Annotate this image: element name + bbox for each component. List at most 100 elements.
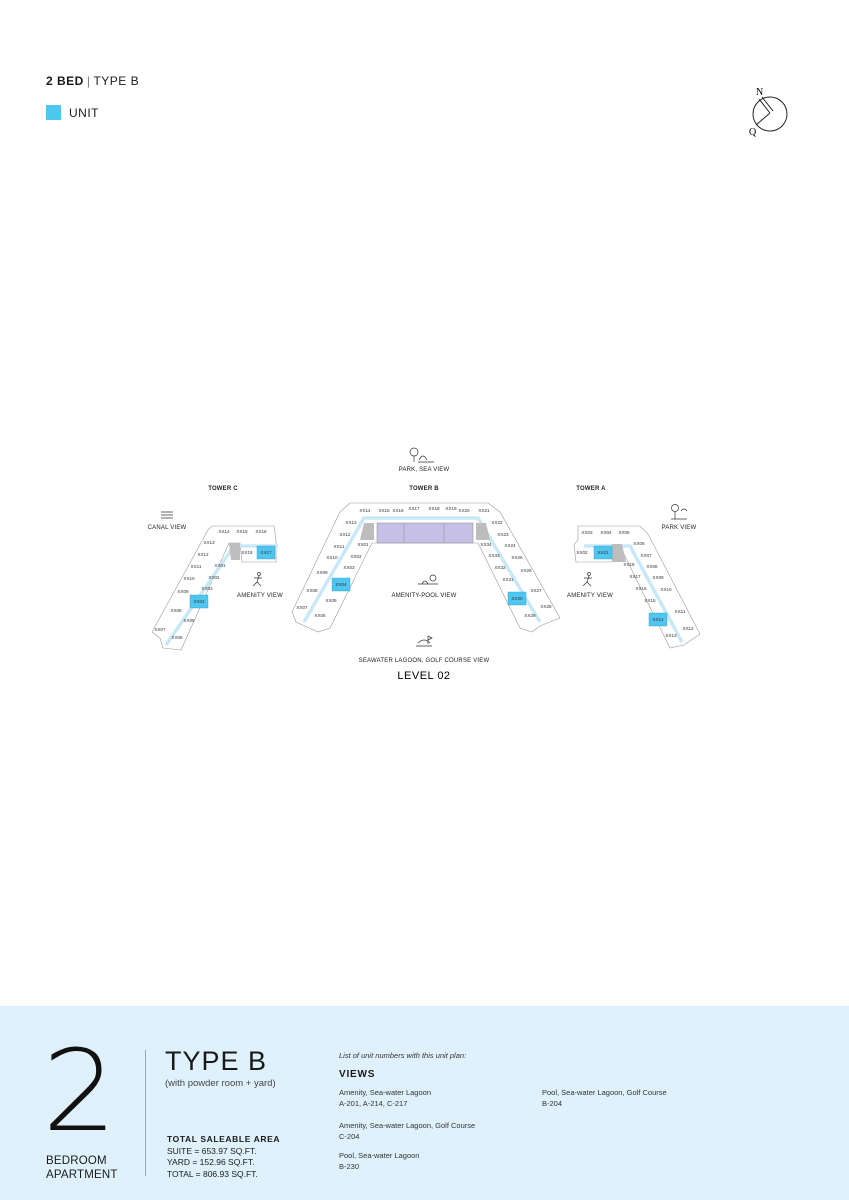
unit-label: XX19	[445, 506, 457, 511]
unit-type-title: TYPE B	[165, 1046, 268, 1076]
park-sea-icon	[409, 447, 434, 463]
unit-label: XX16	[255, 529, 267, 534]
compass-north: N	[756, 87, 763, 98]
unit-list-header: List of unit numbers with this unit plan…	[339, 1051, 467, 1060]
unit-label: XX01	[214, 563, 226, 568]
view-name: Pool, Sea-water Lagoon	[339, 1151, 420, 1160]
unit-label: XX15	[236, 529, 248, 534]
amenity-pool-deck	[376, 522, 474, 544]
unit-label: XX14	[218, 529, 230, 534]
view-park: PARK VIEW	[662, 525, 697, 531]
unit-type-subtitle: (with powder room + yard)	[165, 1078, 276, 1089]
unit-swatch	[46, 105, 61, 120]
unit-label: XX07	[296, 605, 308, 610]
type-label: TYPE B	[93, 74, 140, 88]
level-label: LEVEL 02	[397, 670, 450, 682]
unit-label: XX03	[581, 530, 593, 535]
highlighted-units	[189, 545, 668, 627]
cores	[229, 523, 626, 562]
unit-label: XX11	[675, 609, 686, 614]
highlighted-unit	[648, 612, 668, 627]
unit-label: XX30	[511, 596, 523, 601]
unit-label: XX12	[682, 626, 694, 631]
unit-label: XX23	[497, 532, 509, 537]
unit-label: XX22	[491, 520, 503, 525]
unit-label: XX09	[316, 570, 328, 575]
unit-label: XX04	[600, 530, 612, 535]
compass-icon: N Q	[749, 87, 788, 137]
info-panel	[0, 1006, 849, 1200]
compass-south: Q	[749, 127, 757, 137]
unit-label: XX10	[326, 555, 338, 560]
view-amenity-c: AMENITY VIEW	[237, 593, 283, 599]
view-units: C-204	[339, 1132, 360, 1141]
unit-label: XX27	[530, 588, 542, 593]
tower-c-label: TOWER C	[208, 486, 238, 492]
unit-label: XX02	[576, 550, 588, 555]
unit-label: XX06	[171, 635, 183, 640]
park-icon	[671, 504, 688, 520]
unit-label: XX14	[359, 508, 371, 513]
yard-area: YARD = 152.96 SQ.FT.	[167, 1157, 255, 1167]
unit-label: XX13	[345, 520, 357, 525]
legend: UNIT	[46, 105, 99, 120]
amenity-icon	[252, 572, 262, 587]
unit-label: XX16	[392, 508, 404, 513]
bed-label: 2 BED	[46, 74, 84, 88]
unit-label: XX13	[203, 540, 215, 545]
legend-label: UNIT	[69, 105, 99, 120]
unit-label: XX05	[183, 618, 195, 623]
unit-label: XX04	[335, 582, 347, 587]
area-title: TOTAL SALEABLE AREA	[167, 1134, 281, 1144]
highlighted-unit	[593, 545, 613, 560]
amenity-icon	[582, 572, 592, 587]
unit-label: XX16	[635, 586, 647, 591]
unit-label: XX07	[154, 627, 166, 632]
unit-label: XX18	[428, 506, 440, 511]
unit-label: XX11	[334, 544, 345, 549]
view-units: B-204	[542, 1099, 563, 1108]
unit-label: XX26	[520, 568, 532, 573]
unit-label: XX06	[314, 613, 326, 618]
bedroom-label: BEDROOM APARTMENT	[46, 1154, 118, 1182]
bedroom-text: BEDROOM	[46, 1155, 107, 1167]
view-name: Amenity, Sea-water Lagoon	[339, 1088, 431, 1097]
waves-icon	[161, 511, 173, 519]
unit-label: XX13	[665, 633, 677, 638]
unit-label: XX04	[193, 599, 205, 604]
unit-label: XX21	[478, 508, 490, 513]
unit-label: XX08	[306, 588, 318, 593]
unit-label: XX03	[201, 586, 213, 591]
unit-label: XX09	[177, 589, 189, 594]
unit-label: XX15	[644, 598, 656, 603]
view-units: B-230	[339, 1162, 360, 1171]
unit-label: XX28	[540, 604, 552, 609]
unit-label: XX10	[183, 576, 195, 581]
apartment-text: APARTMENT	[46, 1169, 118, 1181]
unit-label: XX25	[511, 555, 523, 560]
plan-heading: 2 BED|TYPE B	[46, 74, 140, 88]
unit-label: XX29	[524, 613, 536, 618]
views-title: VIEWS	[339, 1069, 376, 1080]
saleable-area: TOTAL SALEABLE AREA SUITE = 653.97 SQ.FT…	[167, 1134, 280, 1180]
unit-label: XX01	[357, 542, 369, 547]
view-units: A-201, A-214, C-217	[339, 1099, 408, 1108]
unit-label: XX20	[458, 508, 470, 513]
highlighted-unit	[256, 545, 276, 560]
unit-label: XX31	[502, 577, 514, 582]
unit-label: XX32	[494, 565, 506, 570]
view-lagoon: SEAWATER LAGOON, GOLF COURSE VIEW	[359, 658, 490, 664]
unit-label: XX17	[408, 506, 420, 511]
unit-label: XX03	[343, 565, 355, 570]
suite-area: SUITE = 653.97 SQ.FT.	[167, 1145, 257, 1156]
lagoon-golf-icon	[416, 635, 433, 647]
unit-label: XX12	[339, 532, 351, 537]
view-name: Amenity, Sea-water Lagoon, Golf Course	[339, 1121, 476, 1130]
pool-icon	[418, 574, 438, 585]
unit-label: XX02	[208, 575, 220, 580]
view-canal: CANAL VIEW	[148, 525, 187, 531]
